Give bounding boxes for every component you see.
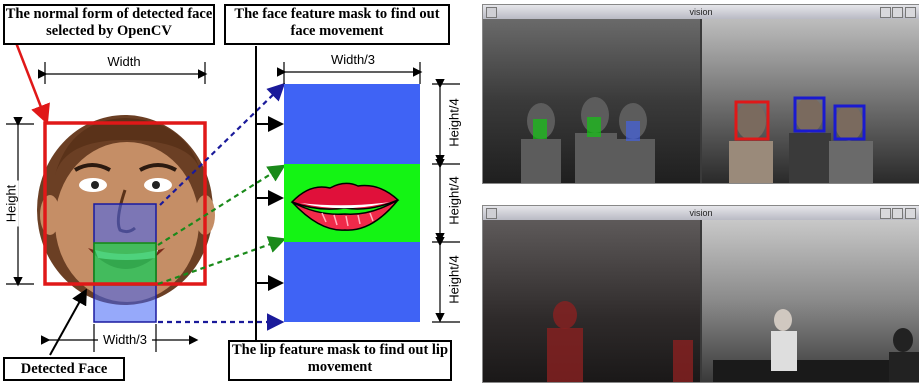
maximize-icon[interactable]: [892, 208, 903, 219]
diagram-canvas: [6, 39, 460, 356]
vision-frames-bottom: [483, 220, 919, 382]
window-title: vision: [689, 208, 713, 218]
window-menu-icon[interactable]: [486, 208, 497, 219]
lip-mask-region: [93, 242, 157, 286]
detected-face-arrow: [49, 288, 87, 356]
dim-height4-c-label: Height/4: [446, 251, 462, 308]
label-face-mask: The face feature mask to find out face m…: [224, 4, 450, 45]
maximize-icon[interactable]: [892, 7, 903, 18]
detected-face-box: [43, 121, 207, 286]
dim-height4-b-label: Height/4: [446, 172, 462, 229]
vision-window-bottom[interactable]: vision: [482, 205, 919, 383]
mask-bottom-block: [284, 242, 420, 322]
vision-window-bottom-titlebar[interactable]: vision: [483, 206, 919, 220]
dim-height4-a-label: Height/4: [446, 94, 462, 151]
dim-width-label: Width: [104, 54, 144, 69]
red-arrow: [13, 39, 50, 125]
label-normal-form: The normal form of detected face selecte…: [3, 4, 215, 45]
face-box-red: [734, 100, 770, 141]
minimize-icon[interactable]: [880, 208, 891, 219]
close-icon[interactable]: [905, 208, 916, 219]
close-icon[interactable]: [905, 7, 916, 18]
face-box-blue-1: [793, 96, 826, 133]
map-arrow-lip-bottom: [157, 236, 287, 286]
vision-window-top-titlebar[interactable]: vision: [483, 5, 919, 19]
map-arrow-lip-top: [157, 164, 286, 246]
mask-top-block: [284, 84, 420, 164]
window-title: vision: [689, 7, 713, 17]
minimize-icon[interactable]: [880, 7, 891, 18]
vision-frames-top: [483, 19, 919, 183]
dim-width3-top-label: Width/3: [324, 52, 382, 67]
lips-icon: [290, 182, 400, 231]
label-detected-face: Detected Face: [3, 357, 125, 381]
vision-window-top[interactable]: vision: [482, 4, 919, 184]
dim-width3-bottom-label: Width/3: [98, 332, 152, 347]
label-lip-mask: The lip feature mask to find out lip mov…: [228, 340, 452, 381]
window-menu-icon[interactable]: [486, 7, 497, 18]
map-arrow-top: [159, 82, 286, 206]
dim-height-label: Height: [3, 180, 19, 227]
face-box-blue-2: [833, 104, 866, 141]
